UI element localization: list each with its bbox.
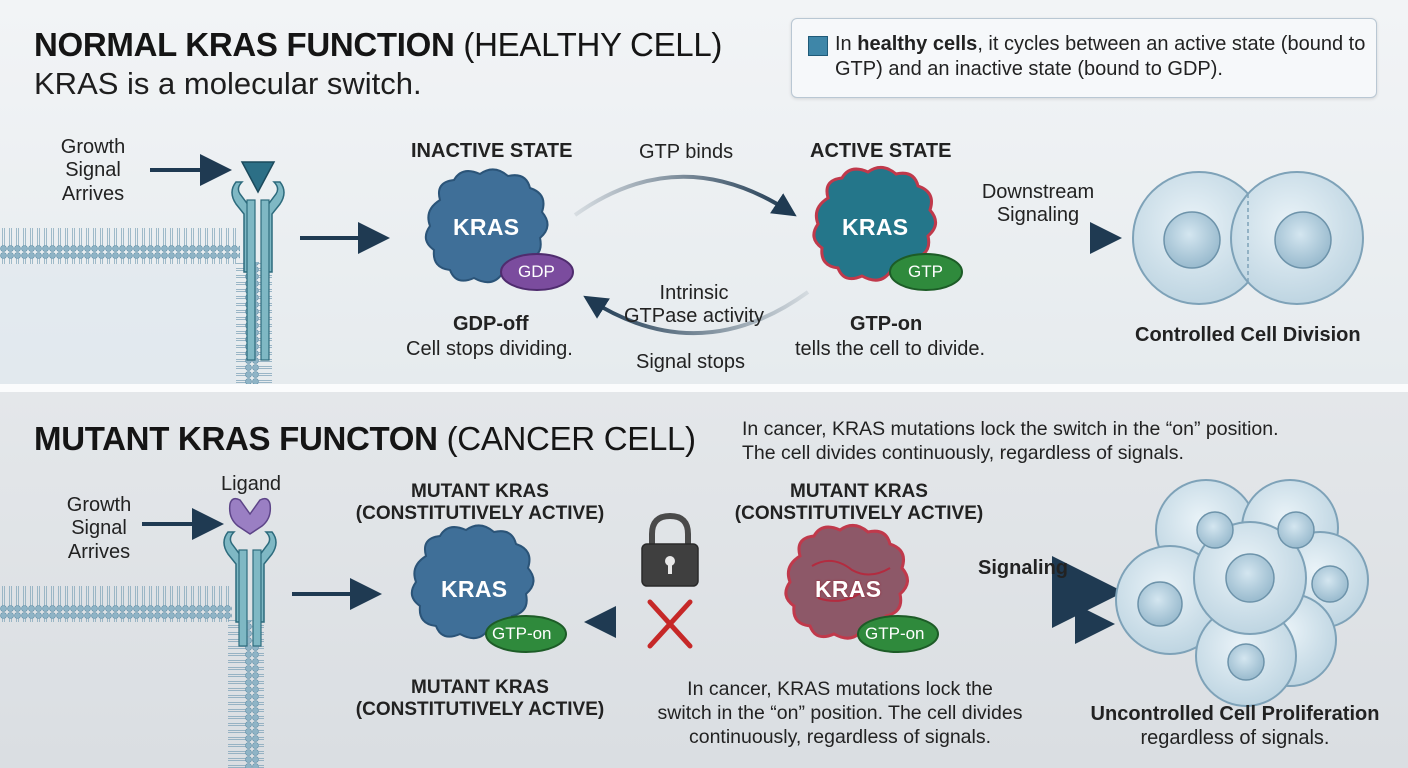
kras-active-protein — [812, 166, 963, 291]
mutant-kras-title-left: MUTANT KRAS(CONSTITUTIVELY ACTIVE) — [355, 481, 605, 524]
active-state-title: ACTIVE STATE — [810, 140, 952, 162]
mutant-kras-title-right: MUTANT KRAS(CONSTITUTIVELY ACTIVE) — [734, 481, 984, 524]
ligand-shape — [228, 497, 272, 535]
controlled-division-label: Controlled Cell Division — [1135, 324, 1361, 346]
inactive-state-title: INACTIVE STATE — [411, 140, 573, 162]
gtp-binds-arrow — [573, 174, 797, 217]
gtp-badge: GTP — [908, 262, 943, 281]
kras-inactive-protein — [424, 168, 574, 291]
gtpase-activity-arrow — [583, 290, 810, 335]
cancer-note-top: In cancer, KRAS mutations lock the switc… — [742, 418, 1279, 464]
signaling-label: Signaling — [978, 557, 1068, 579]
dividing-cells — [1132, 171, 1364, 305]
gdp-off-label: GDP-off — [453, 313, 529, 335]
mutant-kras-right — [784, 524, 939, 653]
gtp-on-desc: tells the cell to divide. — [795, 338, 986, 360]
healthy-info-box: In healthy cells, it cycles between an a… — [791, 18, 1377, 98]
uncontrolled-proliferation-sub: regardless of signals. — [1140, 727, 1330, 749]
mutant-kras-caption: MUTANT KRAS(CONSTITUTIVELY ACTIVE) — [355, 677, 605, 720]
uncontrolled-proliferation-label: Uncontrolled Cell Proliferation — [1090, 703, 1380, 725]
info-bullet-icon — [808, 36, 828, 56]
panel-divider — [0, 384, 1408, 392]
signal-stops-label: Signal stops — [636, 351, 745, 373]
proliferating-cell-cluster — [1115, 479, 1369, 707]
normal-title: NORMAL KRAS FUNCTION (HEALTHY CELL) — [34, 26, 723, 63]
mutant-kras-label-left: KRAS — [441, 576, 508, 602]
kras-label-inactive: KRAS — [453, 214, 520, 240]
gtp-binds-label: GTP binds — [639, 141, 734, 163]
padlock-icon — [641, 512, 699, 587]
receptor-bottom — [223, 531, 277, 647]
gtp-on-badge-left: GTP-on — [492, 624, 552, 643]
info-text: In healthy cells, it cycles between an a… — [835, 33, 1366, 80]
mutant-kras-left — [410, 524, 567, 653]
gdp-off-desc: Cell stops dividing. — [406, 338, 573, 360]
ligand-label: Ligand — [221, 473, 282, 495]
normal-subtitle: KRAS is a molecular switch. — [34, 66, 422, 101]
kras-label-active: KRAS — [842, 214, 909, 240]
cell-membrane-top — [0, 228, 272, 384]
cell-membrane-bottom — [0, 586, 264, 768]
block-x-icon — [647, 599, 693, 649]
receptor-top — [231, 161, 285, 361]
mutant-title: MUTANT KRAS FUNCTON (CANCER CELL) — [34, 420, 696, 457]
gdp-badge: GDP — [518, 262, 555, 281]
mutant-kras-label-right: KRAS — [815, 576, 882, 602]
gtp-on-label: GTP-on — [850, 313, 923, 335]
gtp-on-badge-right: GTP-on — [865, 624, 925, 643]
